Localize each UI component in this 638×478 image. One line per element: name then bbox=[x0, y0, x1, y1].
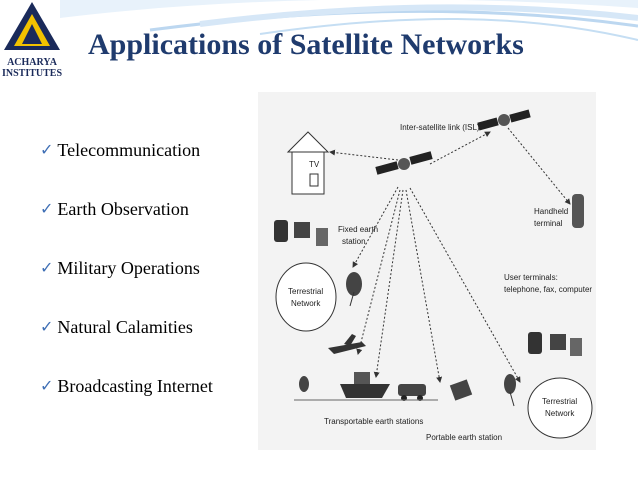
list-item-label: Natural Calamities bbox=[57, 317, 193, 337]
checkmark-icon: ✓ bbox=[40, 376, 54, 395]
isl-label: Inter-satellite link (ISL) bbox=[400, 123, 480, 132]
user-terminals-label-2: telephone, fax, computer bbox=[504, 285, 592, 294]
dish-antenna-icon bbox=[299, 376, 309, 392]
portable-label: Portable earth station bbox=[426, 433, 502, 442]
satellite-network-diagram: Inter-satellite link (ISL) TV Fixed eart… bbox=[258, 92, 596, 450]
terrestrial-network-left bbox=[275, 262, 337, 332]
dish-antenna-icon bbox=[504, 374, 516, 407]
dish-antenna-icon bbox=[346, 272, 362, 307]
handheld-label-1: Handheld bbox=[534, 207, 568, 216]
handheld-label-2: terminal bbox=[534, 219, 563, 228]
logo-emblem-icon bbox=[4, 2, 60, 50]
checkmark-icon: ✓ bbox=[40, 199, 54, 218]
ship-icon bbox=[340, 372, 390, 398]
airplane-icon bbox=[328, 334, 366, 354]
list-item-label: Telecommunication bbox=[57, 140, 201, 160]
list-item: ✓Broadcasting Internet bbox=[40, 376, 213, 435]
satellite-icon bbox=[375, 151, 433, 175]
list-item-label: Broadcasting Internet bbox=[57, 376, 213, 396]
terrestrial-right-label-2: Network bbox=[545, 409, 575, 418]
logo-text-line2: INSTITUTES bbox=[1, 68, 63, 79]
computer-icon bbox=[550, 334, 582, 356]
terrestrial-left-label-2: Network bbox=[291, 299, 321, 308]
fixed-station-label-1: Fixed earth bbox=[338, 225, 378, 234]
checkmark-icon: ✓ bbox=[40, 258, 54, 277]
tv-label: TV bbox=[309, 160, 320, 169]
checkmark-icon: ✓ bbox=[40, 317, 54, 336]
list-item: ✓Earth Observation bbox=[40, 199, 213, 258]
telephone-icon bbox=[274, 220, 288, 242]
institute-logo: ACHARYA INSTITUTES bbox=[0, 0, 64, 82]
terrestrial-left-label-1: Terrestrial bbox=[288, 287, 323, 296]
slide-title: Applications of Satellite Networks bbox=[88, 28, 524, 61]
list-item-label: Earth Observation bbox=[57, 199, 189, 219]
truck-icon bbox=[398, 384, 426, 401]
terrestrial-network-right bbox=[527, 377, 593, 439]
user-terminals-label-1: User terminals: bbox=[504, 273, 558, 282]
list-item-label: Military Operations bbox=[57, 258, 200, 278]
diagram-canvas: Inter-satellite link (ISL) TV Fixed eart… bbox=[274, 109, 593, 442]
laptop-icon bbox=[449, 379, 473, 401]
logo-text-line1: ACHARYA bbox=[7, 57, 57, 68]
list-item: ✓Military Operations bbox=[40, 258, 213, 317]
satellite-icon bbox=[477, 109, 531, 131]
checkmark-icon: ✓ bbox=[40, 140, 54, 159]
computer-icon bbox=[294, 222, 328, 246]
header-swoosh bbox=[60, 0, 638, 41]
transportable-label: Transportable earth stations bbox=[324, 417, 423, 426]
link-lines bbox=[329, 127, 571, 383]
list-item: ✓Telecommunication bbox=[40, 140, 213, 199]
terrestrial-right-label-1: Terrestrial bbox=[542, 397, 577, 406]
house-icon bbox=[286, 131, 330, 195]
telephone-icon bbox=[528, 332, 542, 354]
handheld-terminal-icon bbox=[572, 194, 584, 228]
application-list: ✓Telecommunication ✓Earth Observation ✓M… bbox=[40, 140, 213, 435]
fixed-station-label-2: station bbox=[342, 237, 366, 246]
list-item: ✓Natural Calamities bbox=[40, 317, 213, 376]
